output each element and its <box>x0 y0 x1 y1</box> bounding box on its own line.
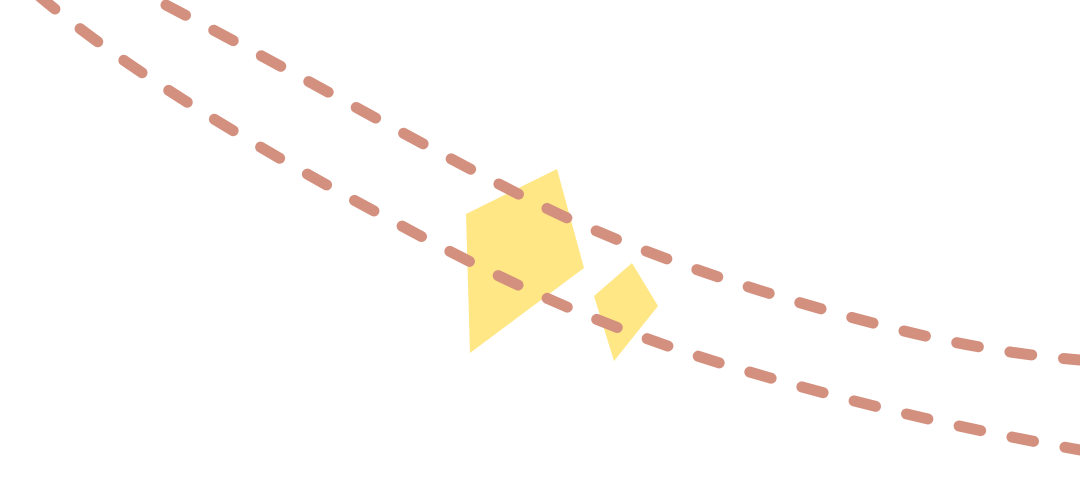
route-upper-line[interactable] <box>160 0 1080 366</box>
map-routes <box>35 0 1080 456</box>
area-small-polygon[interactable] <box>594 263 658 361</box>
route-lower-line[interactable] <box>35 0 1080 456</box>
